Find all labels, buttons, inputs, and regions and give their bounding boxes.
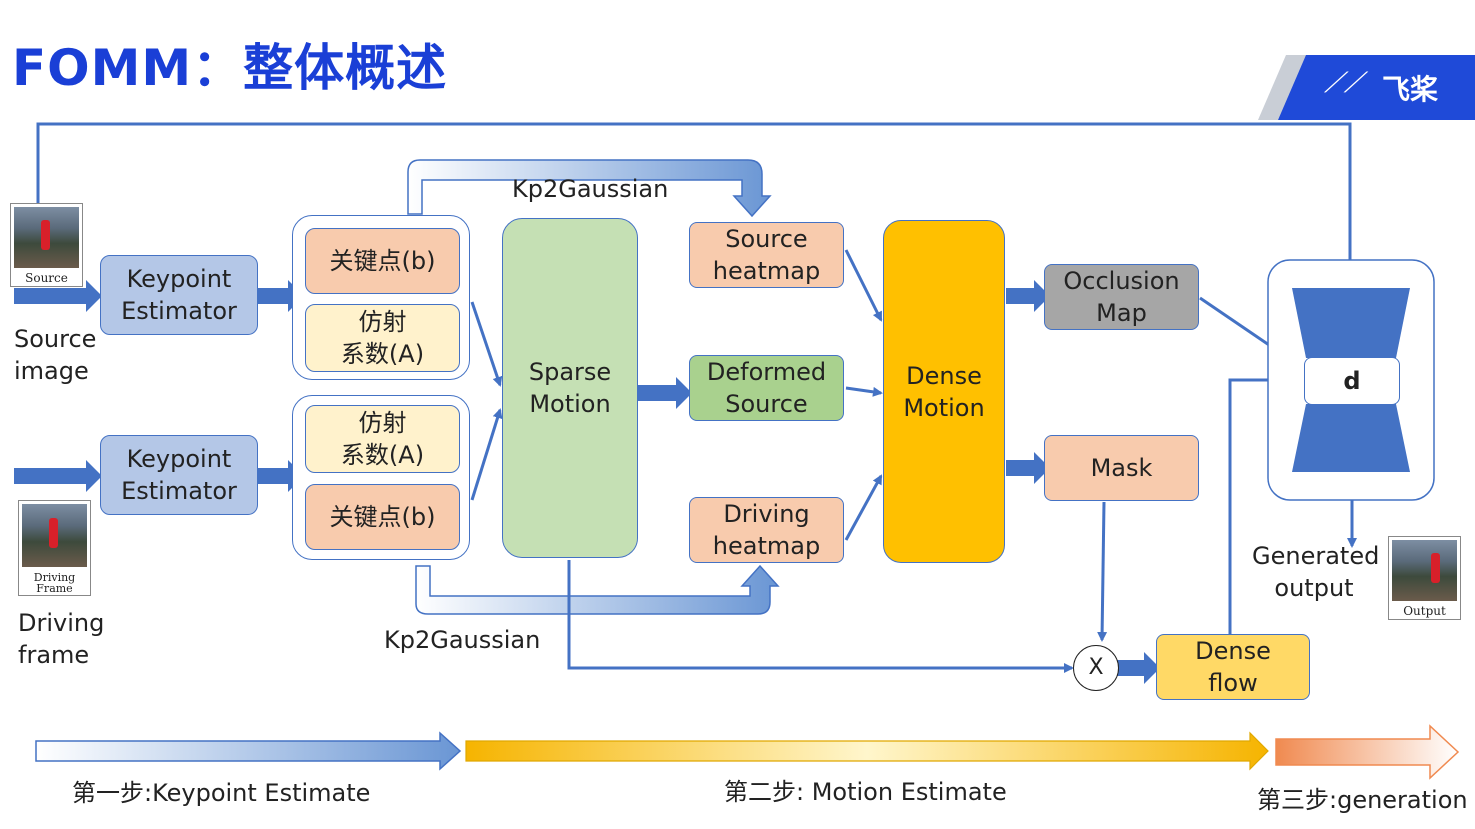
multiply-node: X [1073, 645, 1119, 691]
output-thumbnail-caption: Output [1403, 604, 1446, 618]
edge-kp2gaussian-bottom [415, 564, 780, 615]
driving-frame-thumbnail: Driving Frame [18, 500, 91, 596]
edge-keypoints-top-to-sparse [470, 301, 503, 387]
affine-coeff-bottom: 仿射 系数(A) [305, 405, 460, 473]
sparse-motion: Sparse Motion [502, 218, 638, 558]
kp2gaussian-top-label: Kp2Gaussian [512, 175, 669, 203]
edge-kp2gaussian-top [407, 159, 772, 218]
driving-frame-photo [22, 504, 87, 567]
page-title: FOMM：整体概述 [12, 39, 448, 97]
affine-coeff-top: 仿射 系数(A) [305, 304, 460, 372]
mask: Mask [1044, 435, 1199, 501]
generated-output-label: Generated output [1252, 542, 1380, 602]
arrow-sparse-to-deformed [638, 377, 692, 409]
dense-flow: Dense flow [1156, 634, 1310, 700]
source-image-photo [14, 207, 79, 268]
edge-mask-to-multiply [1097, 501, 1108, 642]
source-image-label: Source image [14, 325, 97, 385]
arrow-dense-to-mask [1006, 452, 1050, 484]
step-label-1: 第一步:Keypoint Estimate [72, 779, 371, 807]
output-image-thumbnail: Output [1388, 536, 1461, 620]
arrow-multiply-to-flow [1116, 652, 1160, 684]
edge-driving-heatmap-to-dense [844, 474, 883, 541]
arrow-dense-to-occlusion [1006, 280, 1050, 312]
paddle-logo: ⟋⟋ 飞桨 [1258, 50, 1475, 120]
step-arrow-2 [465, 731, 1269, 771]
edge-sparse-to-multiply [567, 560, 1074, 673]
kp2gaussian-bottom-label: Kp2Gaussian [384, 626, 541, 654]
dense-motion: Dense Motion [883, 220, 1005, 563]
keypoints-bottom: 关键点(b) [305, 484, 460, 550]
edge-keypoints-bottom-to-sparse [470, 408, 503, 501]
keypoint-estimator-bottom: Keypoint Estimator [100, 435, 258, 515]
arrow-driving-to-estimator [14, 460, 102, 492]
driving-frame-label: Driving frame [18, 609, 105, 669]
keypoints-top: 关键点(b) [305, 228, 460, 294]
step-label-2: 第二步: Motion Estimate [724, 778, 1007, 806]
decoder-node: d [1304, 357, 1400, 405]
driving-thumbnail-caption: Driving Frame [33, 571, 76, 595]
driving-heatmap: Driving heatmap [689, 497, 844, 563]
output-image-photo [1392, 540, 1457, 601]
keypoint-estimator-top: Keypoint Estimator [100, 255, 258, 335]
logo-text: 飞桨 [1382, 73, 1439, 106]
deformed-source: Deformed Source [689, 355, 844, 421]
arrow-source-to-estimator [14, 280, 102, 312]
occlusion-map: Occlusion Map [1044, 264, 1199, 330]
logo-mark-icon: ⟋⟋ [1324, 66, 1364, 99]
step-arrow-3 [1275, 724, 1460, 780]
step-arrow-1 [35, 731, 462, 771]
source-heatmap: Source heatmap [689, 222, 844, 288]
source-thumbnail-caption: Source [25, 271, 68, 285]
edge-deformed-to-dense [845, 386, 883, 397]
step-label-3: 第三步:generation [1257, 786, 1468, 814]
edge-source-heatmap-to-dense [844, 249, 883, 322]
edge-source-to-decoder [36, 122, 1355, 270]
source-image-thumbnail: Source [10, 203, 83, 287]
